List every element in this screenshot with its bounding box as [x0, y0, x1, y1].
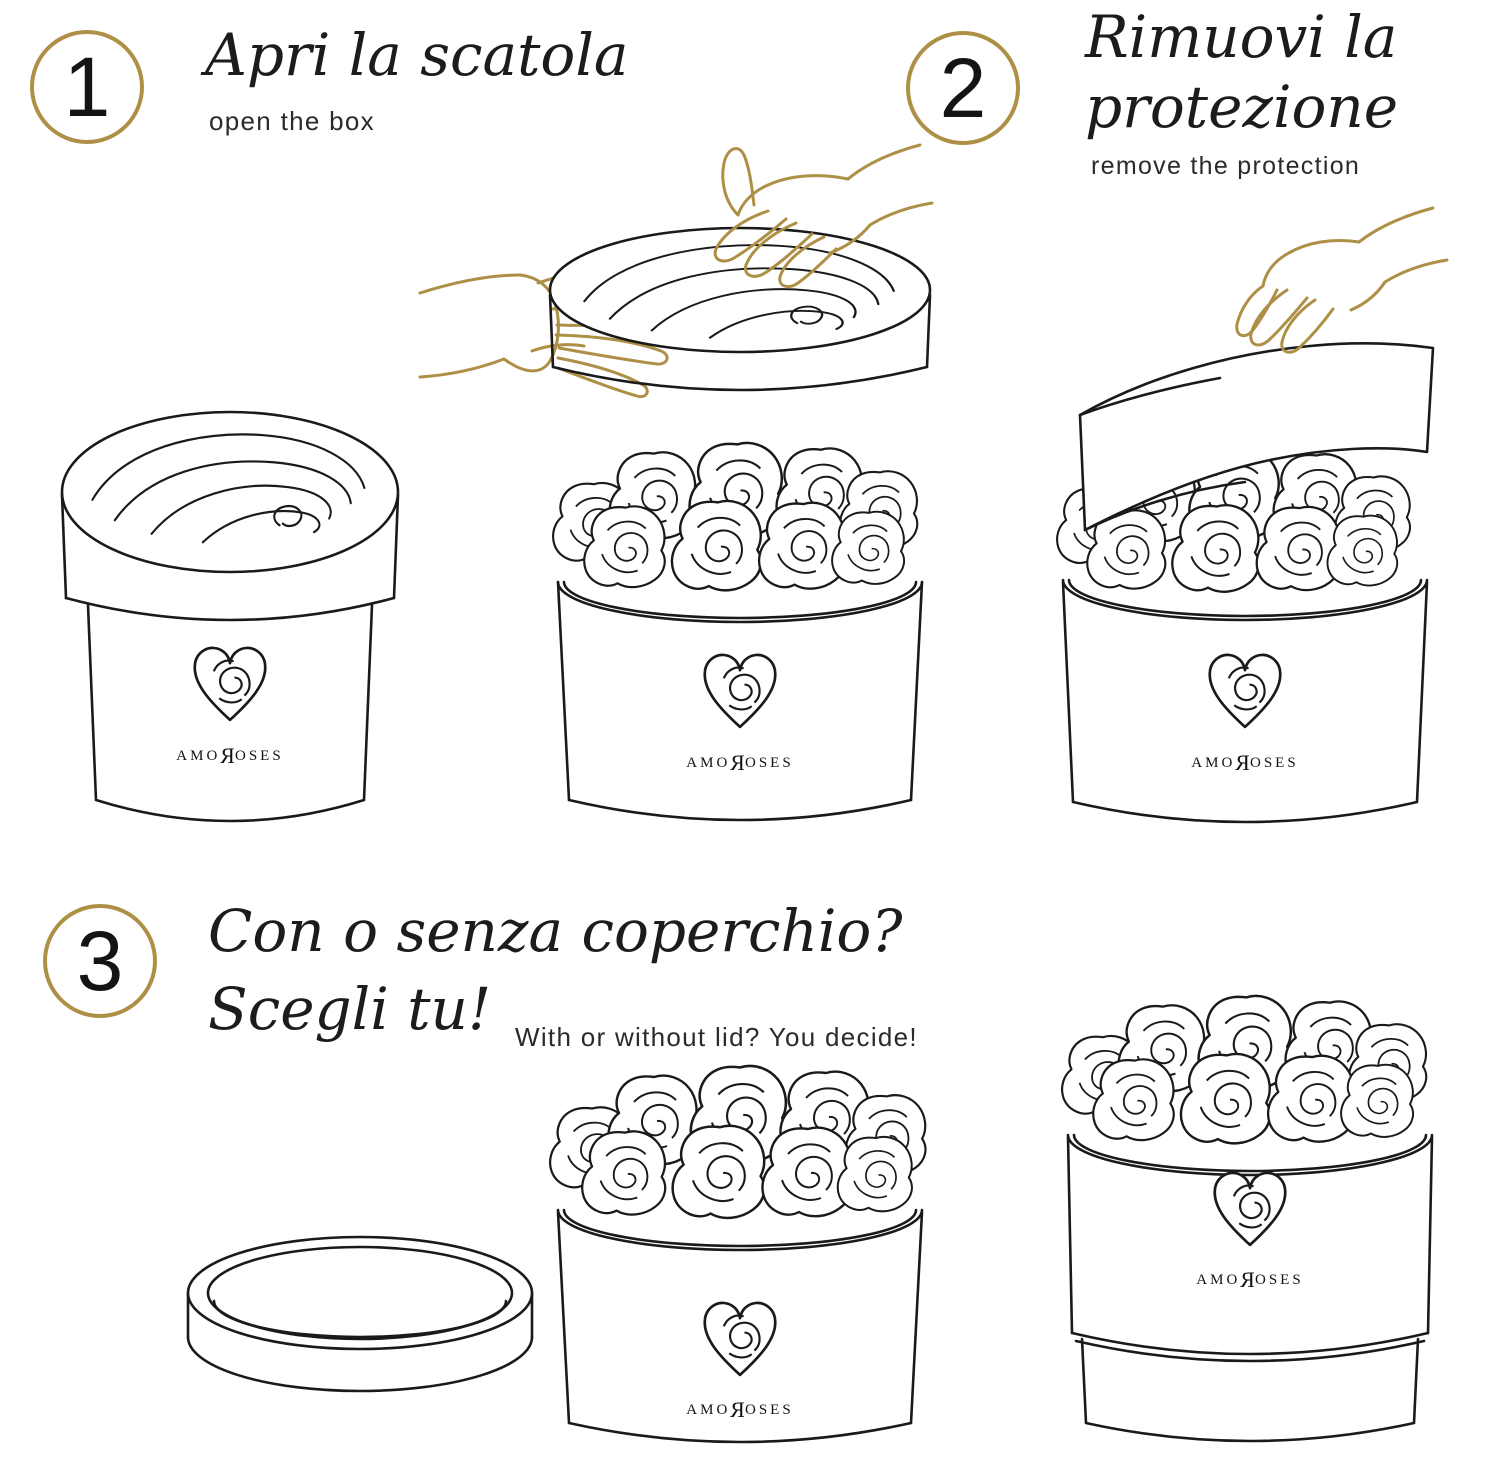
hands-lifting-lid-illustration [418, 115, 960, 425]
step-2-subtitle: remove the protection [1091, 152, 1361, 180]
box-body-icon [556, 580, 924, 822]
box-with-lid-illustration: AMOROSES [1040, 995, 1460, 1465]
step-3-number: 3 [76, 914, 124, 1008]
box-lid-icon [186, 1235, 534, 1393]
step-1-number: 1 [63, 40, 111, 134]
box-body-icon [86, 603, 374, 823]
closed-box-illustration: AMOROSES [50, 400, 410, 855]
logo-prefix: AMO [176, 748, 221, 764]
step-2-number: 2 [939, 41, 987, 135]
box-without-lid-illustration: AMOROSES [545, 1065, 935, 1465]
open-box-illustration: AMOROSES [545, 440, 935, 860]
box-with-lid-drawing [1040, 995, 1434, 1443]
logo-suffix: OSES [745, 755, 794, 771]
step-1-title: Apri la scatola [205, 21, 629, 89]
roses-icon [550, 1066, 925, 1218]
step-2-badge: 2 [906, 31, 1020, 145]
roses-icon [553, 443, 917, 590]
heart-rose-logo-icon [1208, 653, 1282, 729]
brand-logo-text: AMOROSES [1040, 1267, 1460, 1292]
brand-logo-text: AMOROSES [545, 1397, 935, 1422]
step-2-title-line2: protezione [1085, 73, 1399, 141]
heart-rose-logo-icon [703, 1301, 777, 1377]
logo-suffix: OSES [1250, 755, 1299, 771]
logo-reversed-r: R [1240, 1267, 1255, 1292]
logo-prefix: AMO [686, 1402, 731, 1418]
heart-rose-logo-icon [1213, 1171, 1287, 1247]
logo-prefix: AMO [1196, 1272, 1241, 1288]
brand-logo-text: AMOROSES [545, 750, 935, 775]
step-3-subtitle: With or without lid? You decide! [515, 1022, 918, 1052]
step-3-title-line1: Con o senza coperchio? [208, 897, 903, 965]
protection-band-icon [1078, 341, 1435, 532]
logo-prefix: AMO [1191, 755, 1236, 771]
lid-drawing [186, 1235, 534, 1393]
box-body-icon [1061, 578, 1429, 824]
logo-suffix: OSES [235, 748, 284, 764]
pinching-hand-icon [1235, 206, 1449, 354]
brand-logo-text: AMOROSES [1035, 750, 1455, 775]
box-body-icon [556, 1208, 924, 1444]
closed-box-drawing [60, 410, 400, 823]
box-lid-icon [60, 410, 400, 622]
protection-removal-drawing [1035, 206, 1449, 824]
logo-suffix: OSES [1255, 1272, 1304, 1288]
box-lid-icon [548, 226, 932, 392]
roses-icon [1062, 996, 1426, 1143]
box-body-icon [1080, 1337, 1420, 1443]
logo-prefix: AMO [686, 755, 731, 771]
heart-rose-logo-icon [193, 646, 267, 722]
heart-rose-logo-icon [703, 653, 777, 729]
protection-removal-illustration: AMOROSES [1035, 190, 1455, 860]
step-1-subtitle: open the box [209, 106, 375, 136]
step-3-badge: 3 [43, 904, 157, 1018]
box-without-lid-drawing [545, 1065, 935, 1444]
logo-reversed-r: R [220, 743, 235, 768]
logo-reversed-r: R [1235, 750, 1250, 775]
logo-reversed-r: R [730, 1397, 745, 1422]
open-box-drawing [545, 440, 924, 822]
logo-reversed-r: R [730, 750, 745, 775]
box-lid-icon [1066, 1133, 1434, 1363]
step-2-title-line1: Rimuovi la [1085, 3, 1398, 71]
step-3-title-line2: Scegli tu! [208, 975, 492, 1043]
hands-lifting-lid-drawing [418, 143, 934, 399]
brand-logo-text: AMOROSES [50, 743, 410, 768]
step-1-badge: 1 [30, 30, 144, 144]
right-hand-icon [713, 143, 934, 289]
lid-illustration [170, 1215, 550, 1415]
logo-suffix: OSES [745, 1402, 794, 1418]
